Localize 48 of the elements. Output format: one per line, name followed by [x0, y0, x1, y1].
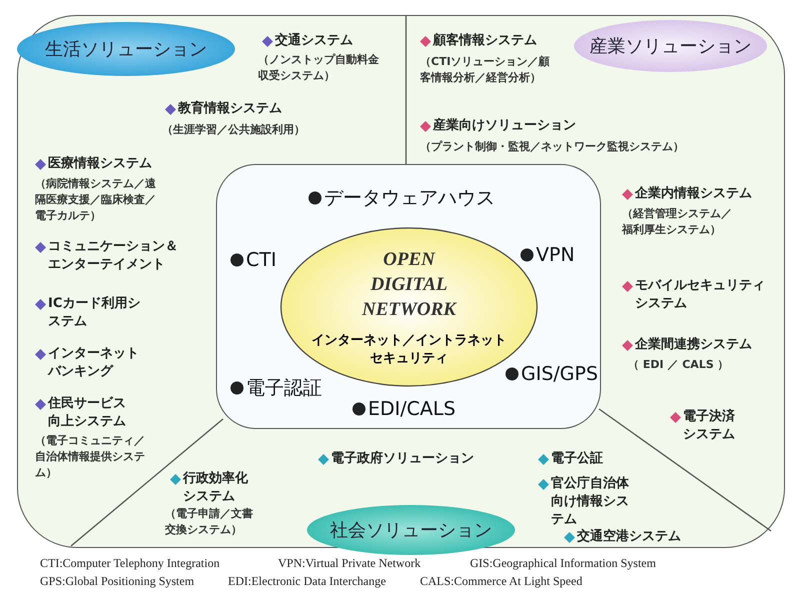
item-title: 医療情報システム	[48, 155, 152, 173]
technology-label: EDI/CALS	[368, 397, 456, 421]
footnote-text: CTI:Computer Telephony Integration	[40, 556, 220, 571]
item-detail: （ EDI ／ CALS ）	[628, 357, 729, 373]
item-title: コミュニケーション＆エンターテイメント	[48, 238, 179, 274]
item-detail: （生涯学習／公共施設利用）	[162, 122, 305, 138]
footnote-text: CALS:Commerce At Light Speed	[420, 574, 582, 589]
core-title: OPEN DIGITAL NETWORK	[360, 248, 458, 322]
item-detail: （電子コミュニティ／自治体情報提供システム）	[35, 433, 145, 481]
item-title: モバイルセキュリティシステム	[635, 277, 766, 313]
technology-label: CTI	[246, 248, 276, 272]
technology-label: GIS/GPS	[521, 362, 598, 386]
technology-label: VPN	[536, 243, 575, 267]
item-title: 交通システム	[275, 32, 353, 50]
item-title: 企業間連携システム	[635, 336, 752, 354]
item-detail: （プラント制御・監視／ネットワーク監視システム）	[420, 139, 684, 155]
item-title: 行政効率化システム	[183, 470, 249, 506]
item-detail: （電子申請／文書交換システム）	[165, 506, 254, 538]
item-detail: （経営管理システム／福利厚生システム）	[622, 206, 733, 238]
item-title: ICカード利用システム	[48, 295, 142, 331]
technology-label: データウェアハウス	[324, 186, 495, 210]
item-title: 企業内情報システム	[635, 185, 752, 203]
item-detail: （ノンストップ自動料金収受システム）	[258, 52, 380, 84]
item-detail: （病院情報システム／遠隔医療支援／臨床検査／電子カルテ）	[35, 176, 157, 224]
category-ellipse	[16, 21, 236, 77]
footnote-text: GIS:Geographical Information System	[470, 556, 656, 571]
center-panel	[216, 164, 601, 429]
core-subtitle: インターネット／イントラネットセキュリティ	[310, 332, 508, 368]
technology-label: 電子認証	[246, 376, 322, 400]
item-title: 交通空港システム	[577, 528, 681, 546]
footnote-text: GPS:Global Positioning System	[40, 574, 194, 589]
category-ellipse	[573, 19, 768, 73]
item-title: 教育情報システム	[178, 100, 282, 118]
category-title: 産業ソリューション	[590, 35, 752, 58]
category-ellipse	[306, 504, 516, 556]
item-title: 顧客情報システム	[433, 32, 537, 50]
category-title: 社会ソリューション	[330, 519, 492, 542]
footnote-text: VPN:Virtual Private Network	[278, 556, 421, 571]
category-title: 生活ソリューション	[45, 38, 207, 61]
item-title: 電子決済システム	[683, 408, 736, 444]
item-title: 住民サービス向上システム	[48, 395, 127, 431]
footnote-text: EDI:Electronic Data Interchange	[228, 574, 386, 589]
item-detail: （CTIソリューション／顧客情報分析／経営分析）	[420, 54, 551, 86]
item-title: 電子政府ソリューション	[331, 450, 474, 468]
item-title: 官公庁自治体向け情報システム	[551, 475, 630, 528]
item-title: インターネットバンキング	[48, 345, 140, 381]
item-title: 電子公証	[551, 450, 603, 468]
item-title: 産業向けソリューション	[433, 117, 576, 135]
